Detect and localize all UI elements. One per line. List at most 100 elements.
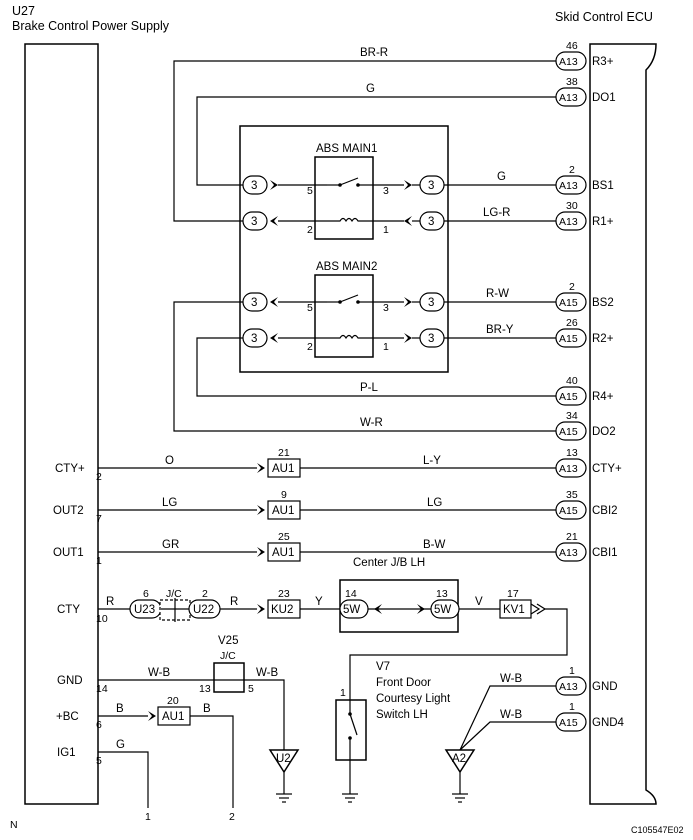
svg-text:2: 2 <box>569 281 575 293</box>
wire-label-out2-right: LG <box>427 497 442 509</box>
left-pin-gnd: GND 14 <box>57 675 108 695</box>
svg-text:2: 2 <box>202 588 208 600</box>
ground-symbol-v7 <box>342 793 358 803</box>
connector-u23: 6 U23 <box>129 588 162 619</box>
svg-text:1: 1 <box>383 224 389 236</box>
svg-text:3: 3 <box>251 216 257 228</box>
wire-label-cty-plus-right: L-Y <box>423 455 441 467</box>
svg-text:25: 25 <box>278 531 290 543</box>
svg-text:A15: A15 <box>559 426 578 438</box>
svg-text:17: 17 <box>507 588 519 600</box>
svg-text:1: 1 <box>96 555 102 567</box>
svg-text:3: 3 <box>428 216 434 228</box>
wire-label-bs2: R-W <box>486 288 509 300</box>
v25-pin-left: 13 <box>199 683 211 695</box>
ecu-pin-cbi2: 35 A15 CBI2 <box>555 489 618 520</box>
corner-left-label: N <box>10 819 18 831</box>
svg-text:A13: A13 <box>559 463 578 475</box>
brake-control-power-supply-box <box>24 43 99 805</box>
svg-text:3: 3 <box>428 180 434 192</box>
svg-text:DO1: DO1 <box>592 92 616 104</box>
wire-label-bc-left: B <box>116 703 124 715</box>
svg-text:A15: A15 <box>559 717 578 729</box>
ecu-pin-bs1: 2 A13 BS1 <box>555 164 614 195</box>
svg-text:CTY: CTY <box>57 604 80 616</box>
svg-text:5: 5 <box>307 302 313 314</box>
svg-text:U2: U2 <box>276 753 291 765</box>
relay2-box <box>314 274 374 358</box>
wire-label-gnd-right: W-B <box>256 667 278 679</box>
svg-text:CBI1: CBI1 <box>592 547 618 559</box>
connector-5w-left: 14 5W <box>339 588 369 619</box>
connector-u22: 2 U22 <box>188 588 221 619</box>
svg-text:30: 30 <box>566 200 578 212</box>
svg-text:2: 2 <box>307 224 313 236</box>
svg-text:BS2: BS2 <box>592 297 614 309</box>
relay2-label: ABS MAIN2 <box>316 261 377 273</box>
svg-text:A15: A15 <box>559 505 578 517</box>
v7-line2: Courtesy Light <box>376 693 451 705</box>
v7-door-switch: 1 <box>335 687 367 761</box>
wire-label-ecu-gnd: W-B <box>500 673 522 685</box>
left-pin-ig1: IG1 5 <box>57 747 102 767</box>
v7-line1: Front Door <box>376 677 431 689</box>
wire-label-cty-y: Y <box>315 596 323 608</box>
left-pin-cty: CTY 10 <box>57 604 108 625</box>
svg-text:40: 40 <box>566 375 578 387</box>
svg-text:CTY+: CTY+ <box>55 463 85 475</box>
center-jb-label: Center J/B LH <box>353 557 425 569</box>
wire-label-do2: W-R <box>360 417 383 429</box>
v25-pin-right: 5 <box>248 683 254 695</box>
svg-text:IG1: IG1 <box>57 747 76 759</box>
svg-text:A13: A13 <box>559 180 578 192</box>
ecu-pin-do2: 34 A15 DO2 <box>555 410 616 441</box>
wire-label-do1: G <box>366 83 375 95</box>
wire-label-cty-r1: R <box>106 596 114 608</box>
svg-text:AU1: AU1 <box>162 711 184 723</box>
skid-control-ecu-box <box>589 43 657 805</box>
svg-text:3: 3 <box>251 297 257 309</box>
svg-text:+BC: +BC <box>56 711 79 723</box>
ecu-pin-gnd: 1 A13 GND <box>555 665 618 696</box>
connector-au1-25: 25 AU1 <box>267 531 301 562</box>
wire-label-bs1: G <box>497 171 506 183</box>
svg-text:A13: A13 <box>559 92 578 104</box>
svg-text:KV1: KV1 <box>503 604 525 616</box>
svg-text:KU2: KU2 <box>271 604 293 616</box>
svg-text:23: 23 <box>278 588 290 600</box>
svg-text:R3+: R3+ <box>592 56 614 68</box>
ground-point-u2: U2 <box>268 749 300 803</box>
wire-label-ecu-gnd4: W-B <box>500 709 522 721</box>
ecu-pin-r4: 40 A15 R4+ <box>555 375 614 406</box>
wire-label-cty-plus-left: O <box>165 455 174 467</box>
connector-au1-21: 21 AU1 <box>267 447 301 478</box>
svg-text:A15: A15 <box>559 297 578 309</box>
right-unit-name: Skid Control ECU <box>555 10 653 24</box>
v25-code: V25 <box>218 635 238 647</box>
svg-text:38: 38 <box>566 76 578 88</box>
svg-text:AU1: AU1 <box>272 505 294 517</box>
svg-text:13: 13 <box>566 447 578 459</box>
wire-label-cty-v: V <box>475 596 483 608</box>
wire-label-ig1: G <box>116 739 125 751</box>
svg-text:R2+: R2+ <box>592 333 614 345</box>
ecu-pin-r2: 26 A15 R2+ <box>555 317 614 348</box>
svg-text:21: 21 <box>566 531 578 543</box>
svg-text:3: 3 <box>428 333 434 345</box>
svg-text:J/C: J/C <box>166 588 182 600</box>
left-unit-name: Brake Control Power Supply <box>12 19 170 33</box>
ecu-pin-do1: 38 A13 DO1 <box>555 76 616 107</box>
svg-text:46: 46 <box>566 40 578 52</box>
wire-label-r4: P-L <box>360 382 379 394</box>
relay1-coil <box>327 217 373 223</box>
left-pin-bc: +BC 6 <box>56 711 102 731</box>
svg-text:U22: U22 <box>193 604 214 616</box>
left-pin-out1: OUT1 1 <box>53 547 102 567</box>
relay1-box <box>314 156 374 240</box>
svg-text:1: 1 <box>569 665 575 677</box>
svg-text:R4+: R4+ <box>592 391 614 403</box>
svg-text:1: 1 <box>340 687 346 699</box>
svg-text:2: 2 <box>96 471 102 483</box>
relay2-coil <box>327 334 373 340</box>
svg-text:3: 3 <box>428 297 434 309</box>
